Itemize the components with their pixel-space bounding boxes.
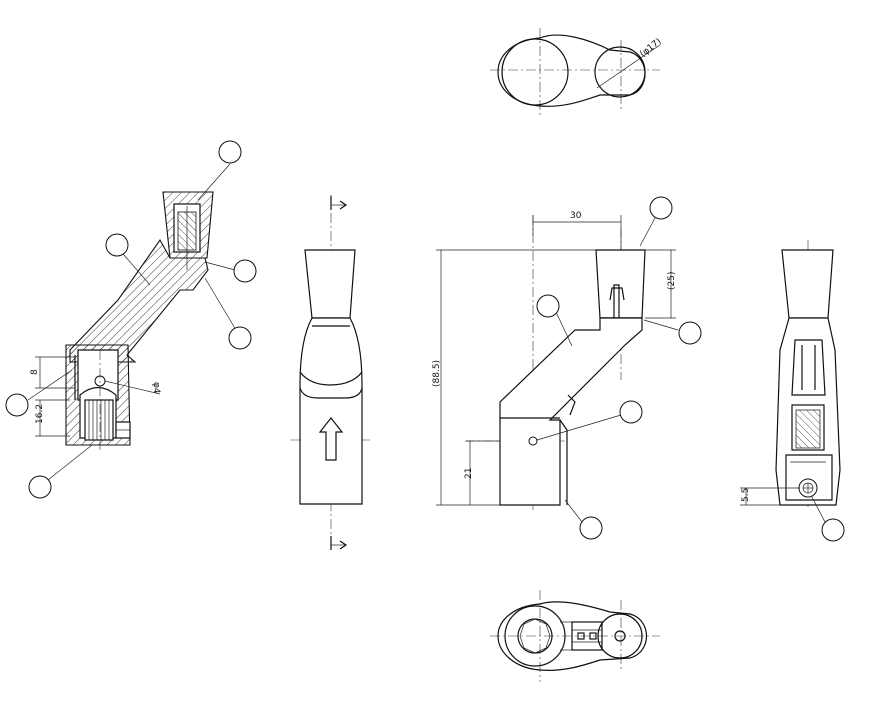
balloon [105,233,129,257]
dim-5-5: 5.5 [741,488,751,502]
balloon [678,321,702,345]
dim-16-2: 16.2 [35,404,45,424]
balloon [228,326,252,350]
dim-88-5: (88.5) [432,360,442,387]
balloon [821,518,845,542]
dim-phi4: φ4 [151,382,161,394]
balloon [218,140,242,164]
top-view: (φ17) [490,28,664,115]
section-view: 8 16.2 φ4 [5,140,257,499]
balloon [233,259,257,283]
balloon [619,400,643,424]
balloon [649,196,673,220]
side-elevation: 30 (25) (88.5) 21 [432,196,702,540]
balloon [28,475,52,499]
dim-30: 30 [570,211,582,221]
ribbed-insert [84,399,114,441]
balloon [536,294,560,318]
front-view [290,195,370,550]
right-side-view: 5.5 [740,240,845,542]
dim-phi17: (φ17) [638,37,663,60]
dim-8: 8 [30,369,40,375]
dim-21: 21 [464,468,474,479]
balloon [5,393,29,417]
dim-25: (25) [667,272,677,290]
balloon [579,516,603,540]
bottom-view [490,590,660,682]
